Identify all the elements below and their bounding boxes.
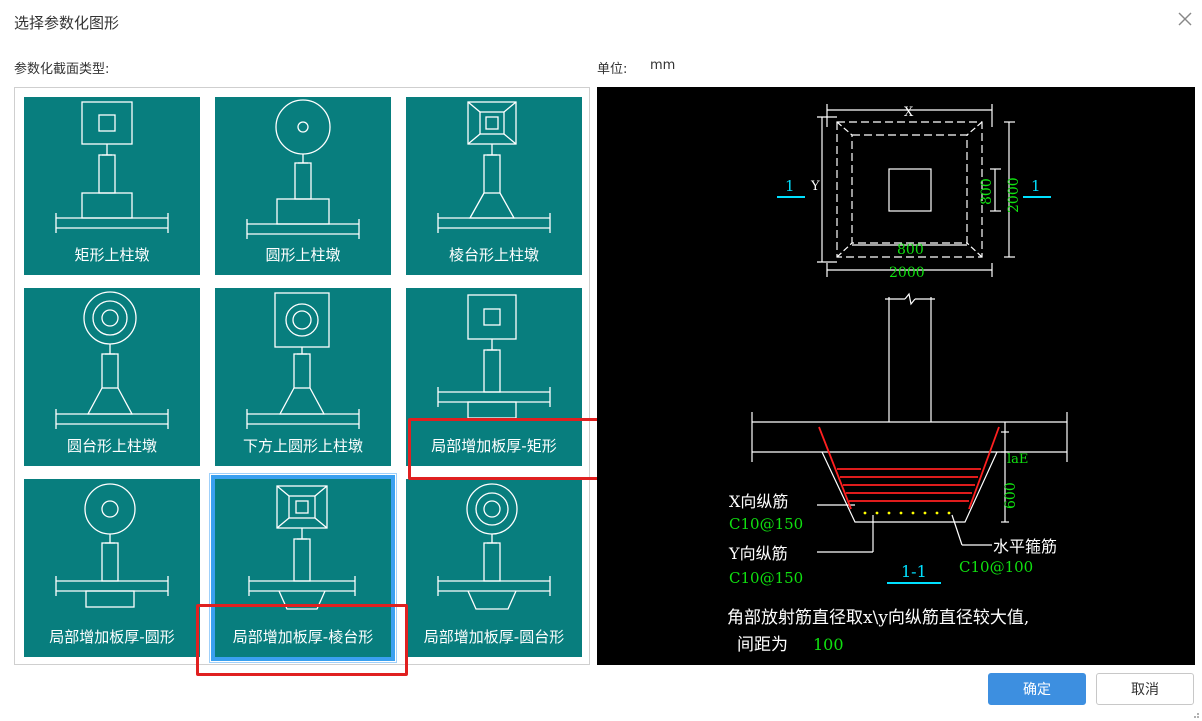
shape-tile-rect-upper-pier[interactable]: 矩形上柱墩 bbox=[24, 97, 200, 275]
shape-label: 下方上圆形上柱墩 bbox=[242, 437, 363, 455]
dim-600: 600 bbox=[1003, 482, 1019, 509]
shape-tile-frustum-upper-pier[interactable]: 棱台形上柱墩 bbox=[406, 97, 582, 275]
note-line-2: 间距为 bbox=[737, 635, 788, 655]
section-type-label: 参数化截面类型: bbox=[14, 62, 110, 77]
section-title: 1-1 bbox=[901, 562, 927, 581]
local-thicken-round-frustum-icon bbox=[437, 483, 551, 610]
local-thicken-frustum-icon bbox=[248, 485, 356, 610]
dim-800-right: 800 bbox=[979, 178, 995, 205]
dim-2000-right: 2000 bbox=[1006, 177, 1022, 213]
dialog-title: 选择参数化图形 bbox=[14, 14, 120, 32]
x-rebar-spec: C10@150 bbox=[729, 515, 803, 533]
y-rebar-label: Y向纵筋 bbox=[728, 544, 788, 563]
dim-x-label: X bbox=[904, 105, 914, 120]
cad-preview: X Y 800 2000 800 2000 1 1 bbox=[597, 87, 1195, 665]
hoop-label: 水平箍筋 bbox=[993, 537, 1057, 556]
section-mark-left: 1 bbox=[785, 177, 795, 195]
note-line-1: 角部放射筋直径取x\y向纵筋直径较大值, bbox=[727, 608, 1029, 628]
shape-label: 圆形上柱墩 bbox=[265, 246, 341, 264]
note-spacing: 100 bbox=[813, 635, 844, 654]
round-frustum-upper-pier-icon bbox=[55, 291, 169, 429]
shape-tile-local-thicken-circle[interactable]: 局部增加板厚-圆形 bbox=[24, 479, 200, 657]
shape-label: 局部增加板厚-棱台形 bbox=[232, 628, 374, 646]
rect-upper-pier-icon bbox=[55, 101, 169, 233]
shape-label: 局部增加板厚-圆台形 bbox=[423, 628, 565, 646]
square-circle-upper-pier-icon bbox=[246, 292, 360, 429]
shape-label: 局部增加板厚-圆形 bbox=[49, 628, 175, 646]
cancel-button[interactable]: 取消 bbox=[1096, 673, 1194, 705]
shape-tile-local-thicken-round-frustum[interactable]: 局部增加板厚-圆台形 bbox=[406, 479, 582, 657]
y-rebar-spec: C10@150 bbox=[729, 569, 803, 587]
shape-tile-square-circle-upper-pier[interactable]: 下方上圆形上柱墩 bbox=[215, 288, 391, 466]
dim-lae: laE bbox=[1007, 452, 1028, 467]
shape-label: 矩形上柱墩 bbox=[74, 246, 150, 264]
unit-value: mm bbox=[650, 58, 676, 73]
shape-label: 圆台形上柱墩 bbox=[66, 437, 157, 455]
shape-tile-local-thicken-rect[interactable]: 局部增加板厚-矩形 bbox=[406, 288, 582, 466]
hoop-spec: C10@100 bbox=[959, 558, 1033, 576]
close-icon[interactable] bbox=[1176, 10, 1194, 28]
frustum-upper-pier-icon bbox=[437, 101, 551, 233]
shape-label: 局部增加板厚-矩形 bbox=[431, 437, 557, 455]
unit-label: 单位: bbox=[597, 62, 628, 77]
circle-upper-pier-icon bbox=[246, 99, 360, 239]
local-thicken-circle-icon bbox=[55, 483, 169, 608]
shape-tile-round-frustum-upper-pier[interactable]: 圆台形上柱墩 bbox=[24, 288, 200, 466]
section-mark-right: 1 bbox=[1031, 177, 1041, 195]
shape-tile-local-thicken-frustum[interactable]: 局部增加板厚-棱台形 bbox=[209, 473, 397, 663]
resize-grip-icon[interactable] bbox=[1192, 711, 1200, 719]
shape-tile-circle-upper-pier[interactable]: 圆形上柱墩 bbox=[215, 97, 391, 275]
shape-label: 棱台形上柱墩 bbox=[448, 246, 539, 264]
dim-800-bottom: 800 bbox=[897, 242, 924, 258]
shape-grid: 矩形上柱墩 圆形上柱墩 bbox=[14, 87, 590, 665]
dim-y-label: Y bbox=[810, 179, 820, 194]
dim-2000-bottom: 2000 bbox=[889, 265, 925, 281]
ok-button[interactable]: 确定 bbox=[988, 673, 1086, 705]
x-rebar-label: X向纵筋 bbox=[729, 492, 788, 511]
